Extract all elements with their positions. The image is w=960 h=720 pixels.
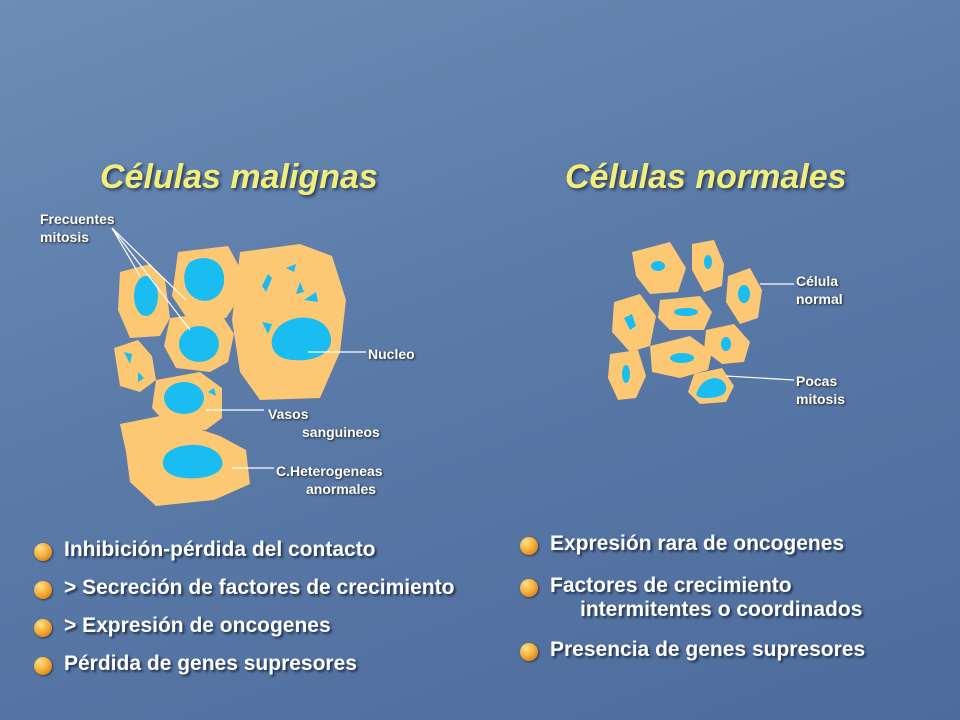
list-item-text: Inhibición-pérdida del contacto — [64, 538, 376, 561]
nucleus — [164, 382, 204, 414]
bullet-icon — [34, 543, 52, 561]
list-item-text: > Secreción de factores de crecimiento — [64, 576, 455, 599]
nucleus — [134, 276, 158, 316]
label-line: Vasos — [268, 406, 309, 422]
nucleus — [162, 444, 223, 479]
nucleus — [721, 337, 731, 351]
list-item: Expresión rara de oncogenes — [520, 532, 865, 556]
nucleus — [179, 326, 219, 362]
bullet-icon — [34, 581, 52, 599]
label-line: mitosis — [40, 229, 90, 245]
list-item: Inhibición-pérdida del contacto — [34, 538, 454, 562]
label-line: Célula — [796, 273, 839, 289]
nucleus — [670, 353, 694, 363]
title-malignant-cells: Células malignas — [100, 158, 378, 196]
list-item: > Secreción de factores de crecimiento — [34, 576, 454, 600]
nucleus — [651, 261, 665, 271]
label-line: normal — [796, 291, 843, 307]
label-nucleus: Nucleo — [368, 346, 415, 362]
nucleus — [696, 378, 727, 398]
label-heterogeneous-cells: C.Heterogeneas anormales — [276, 462, 383, 498]
label-frequent-mitosis: Frecuentes mitosis — [40, 210, 115, 246]
malignant-features-list: Inhibición-pérdida del contacto > Secrec… — [34, 538, 454, 676]
malignant-cells-group — [114, 244, 346, 506]
nucleus — [674, 308, 698, 316]
nucleus — [622, 365, 630, 383]
nucleus — [271, 317, 332, 361]
list-item: Pérdida de genes supresores — [34, 652, 454, 676]
label-few-mitosis: Pocas mitosis — [796, 372, 845, 408]
label-line: C.Heterogeneas — [276, 463, 383, 479]
label-normal-cell: Célula normal — [796, 272, 843, 308]
bullet-icon — [34, 619, 52, 637]
label-line: Frecuentes — [40, 211, 115, 227]
malignant-cell — [114, 340, 156, 392]
label-blood-vessels: Vasos sanguineos — [268, 405, 380, 441]
label-line: anormales — [306, 481, 377, 497]
list-item-text: intermitentes o coordinados — [580, 598, 863, 621]
normal-cells-group — [608, 240, 762, 404]
nucleus — [738, 285, 750, 303]
bullet-icon — [520, 537, 538, 555]
bullet-icon — [520, 579, 538, 597]
list-item: Factores de crecimiento intermitentes o … — [520, 574, 865, 622]
list-item-text: Factores de crecimiento — [550, 574, 792, 597]
list-item: Presencia de genes supresores — [520, 638, 865, 662]
list-item-text: Expresión rara de oncogenes — [550, 532, 845, 555]
list-item: > Expresión de oncogenes — [34, 614, 454, 638]
bullet-icon — [34, 657, 52, 675]
list-item-text: Presencia de genes supresores — [550, 638, 866, 661]
list-item-text: > Expresión de oncogenes — [64, 614, 331, 637]
label-line: mitosis — [796, 391, 846, 407]
nucleus — [184, 258, 225, 301]
label-line: sanguineos — [302, 424, 380, 440]
normal-features-list: Expresión rara de oncogenes Factores de … — [520, 532, 865, 662]
bullet-icon — [520, 643, 538, 661]
title-normal-cells: Células normales — [565, 158, 847, 196]
label-line: Pocas — [796, 373, 838, 389]
nucleus — [704, 255, 712, 269]
list-item-text: Pérdida de genes supresores — [64, 652, 357, 675]
